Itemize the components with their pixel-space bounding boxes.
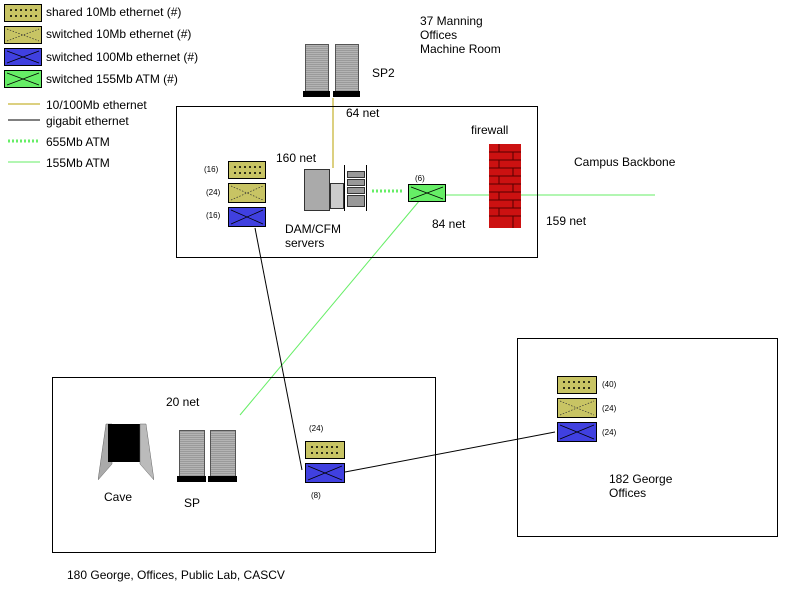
g180-count-s100: (8) bbox=[311, 491, 321, 500]
george182-caption: 182 George Offices bbox=[609, 472, 673, 500]
legend-lines-icon bbox=[8, 103, 40, 163]
g182-count-s10: (24) bbox=[602, 404, 617, 413]
legend-line-label-gigabit: gigabit ethernet bbox=[46, 114, 129, 128]
atm-link-20net bbox=[239, 199, 421, 416]
george182-region bbox=[517, 338, 778, 537]
sp-node-a-icon bbox=[179, 430, 205, 477]
g180-switched100-icon bbox=[305, 463, 345, 483]
legend-label-switched10: switched 10Mb ethernet (#) bbox=[46, 27, 192, 41]
net159-label: 159 net bbox=[546, 214, 587, 228]
legend-label-switched100: switched 100Mb ethernet (#) bbox=[46, 50, 199, 64]
legend-line-label-ethernet: 10/100Mb ethernet bbox=[46, 98, 147, 112]
sp2-base-a bbox=[303, 91, 330, 97]
legend-atm-switch-icon bbox=[4, 70, 42, 88]
mr-count-shared: (16) bbox=[204, 165, 219, 174]
sp-base-b bbox=[208, 476, 237, 482]
g182-switched10-icon bbox=[557, 398, 597, 418]
sp2-label: SP2 bbox=[372, 66, 395, 80]
gigabit-link-182george bbox=[344, 431, 556, 473]
campus-backbone-label: Campus Backbone bbox=[574, 155, 676, 169]
net84-label: 84 net bbox=[432, 217, 466, 231]
sp2-node-a-icon bbox=[305, 44, 329, 92]
mr-count-s10: (24) bbox=[206, 188, 221, 197]
legend-switched10-icon bbox=[4, 26, 42, 44]
server-cluster-icon bbox=[304, 165, 370, 213]
legend-label-atm: switched 155Mb ATM (#) bbox=[46, 72, 178, 86]
firewall-icon bbox=[489, 144, 521, 228]
net160-label: 160 net bbox=[276, 151, 317, 165]
sp2-node-b-icon bbox=[335, 44, 359, 92]
george180-caption: 180 George, Offices, Public Lab, CASCV bbox=[67, 568, 285, 582]
net64-label: 64 net bbox=[346, 106, 380, 120]
mr-atm-switch-icon bbox=[408, 184, 446, 202]
sp-base-a bbox=[177, 476, 206, 482]
mr-shared-switch-icon bbox=[228, 161, 266, 179]
legend-switched100-icon bbox=[4, 48, 42, 66]
g180-count-shared: (24) bbox=[309, 424, 324, 433]
mr-switched10-icon bbox=[228, 183, 266, 203]
g180-shared-switch-icon bbox=[305, 441, 345, 459]
mr-count-s100: (16) bbox=[206, 211, 221, 220]
machine-room-title: 37 Manning Offices Machine Room bbox=[420, 14, 501, 56]
sp-node-b-icon bbox=[210, 430, 236, 477]
sp-label: SP bbox=[184, 496, 201, 510]
net20-label: 20 net bbox=[166, 395, 200, 409]
george180-region bbox=[52, 377, 436, 553]
g182-shared-switch-icon bbox=[557, 376, 597, 394]
sp2-base-b bbox=[333, 91, 360, 97]
g182-count-s100: (24) bbox=[602, 428, 617, 437]
legend-line-label-atm155: 155Mb ATM bbox=[46, 156, 110, 170]
gigabit-link-180george bbox=[254, 227, 303, 471]
cave-icon bbox=[98, 423, 154, 481]
legend-shared-switch-icon bbox=[4, 4, 42, 22]
legend-line-label-atm655: 655Mb ATM bbox=[46, 135, 110, 149]
legend-label-shared: shared 10Mb ethernet (#) bbox=[46, 5, 182, 19]
cave-label: Cave bbox=[104, 490, 133, 504]
servers-label: DAM/CFM servers bbox=[285, 222, 341, 250]
mr-switched100-icon bbox=[228, 207, 266, 227]
firewall-label: firewall bbox=[471, 123, 509, 137]
g182-count-shared: (40) bbox=[602, 380, 617, 389]
mr-count-atm: (6) bbox=[415, 174, 425, 183]
machine-room-region bbox=[176, 106, 538, 258]
g182-switched100-icon bbox=[557, 422, 597, 442]
